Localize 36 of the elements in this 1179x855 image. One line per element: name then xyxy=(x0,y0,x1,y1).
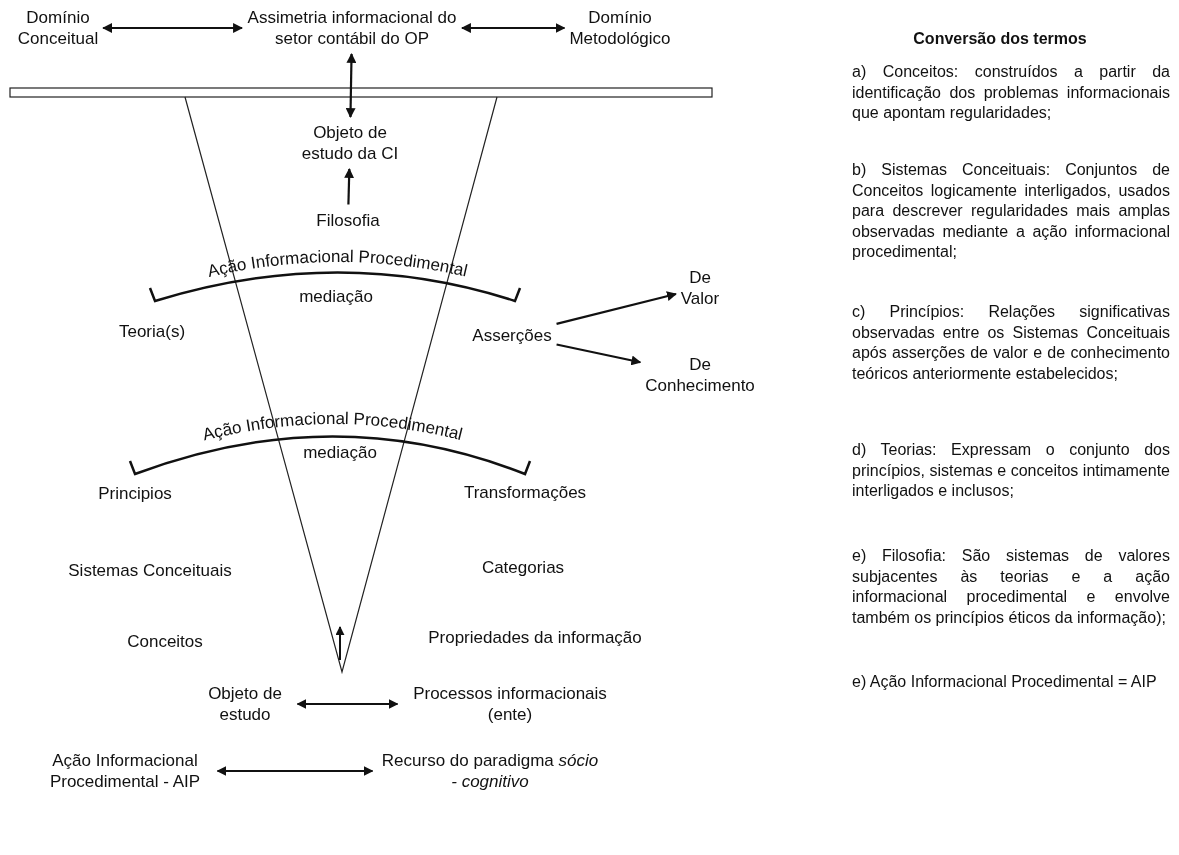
node-text: Filosofia xyxy=(316,209,380,231)
diagram-label: mediação xyxy=(299,285,373,307)
arrow xyxy=(345,53,357,118)
node-text: Ação Informacional Procedimental - AIP xyxy=(37,750,213,792)
definition-paragraph: e) Filosofia: São sistemas de valores subjacentes às teorias e a ação informacional procedimental e envolve também os princípios éticos da informação); xyxy=(852,546,1170,628)
diagram-label: Principios xyxy=(98,482,172,504)
arrow xyxy=(216,766,374,776)
diagram-label: Sistemas Conceituais xyxy=(68,559,232,581)
arrow xyxy=(556,343,642,366)
node-text: Asserções xyxy=(472,324,552,346)
diagram-label: Teoria(s) xyxy=(118,320,186,342)
definition-paragraph: a) Conceitos: construídos a partir da identificação dos problemas informacionais que apontam regularidades; xyxy=(852,62,1170,123)
definition-paragraph: d) Teorias: Expressam o conjunto dos princípios, sistemas e conceitos intimamente interligados e inclusos; xyxy=(852,440,1170,501)
diagram-label: Conceitos xyxy=(127,630,203,652)
node-text: Domínio Conceitual xyxy=(17,7,99,49)
arrow xyxy=(296,699,399,709)
node-text: Processos informacionais (ente) xyxy=(402,683,618,725)
node-text: Assimetria informacional do setor contábil do OP xyxy=(247,7,457,49)
arrow xyxy=(102,23,243,33)
node-text: De Valor xyxy=(680,267,720,309)
arrow xyxy=(556,291,677,325)
diagram-label: mediação xyxy=(303,441,377,463)
node-text: Recurso do paradigma sócio - cognitivo xyxy=(377,750,603,792)
node-text: Domínio Metodológico xyxy=(569,7,671,49)
node-text: De Conhecimento xyxy=(645,354,755,396)
panel-heading: Conversão dos termos xyxy=(913,28,1087,49)
arrow xyxy=(461,23,566,33)
definition-paragraph: c) Princípios: Relações significativas observadas entre os Sistemas Conceituais após asserções de valor e de conhecimento teóricos anteriormente estabelecidos; xyxy=(852,302,1170,384)
node-text: Objeto de estudo da CI xyxy=(295,122,405,164)
arrow xyxy=(344,168,355,205)
node-text: Objeto de estudo xyxy=(197,683,293,725)
diagram-label: Propriedades da informação xyxy=(428,626,642,648)
diagram-label: Transformações xyxy=(463,481,587,503)
definition-paragraph: b) Sistemas Conceituais: Conjuntos de Conceitos logicamente interligados, usados para descrever regularidades mais amplas observadas mediante a ação informacional procedimental; xyxy=(852,160,1170,262)
diagram-label: Categorias xyxy=(481,556,565,578)
definition-paragraph: e) Ação Informacional Procedimental = AIP xyxy=(852,672,1158,692)
